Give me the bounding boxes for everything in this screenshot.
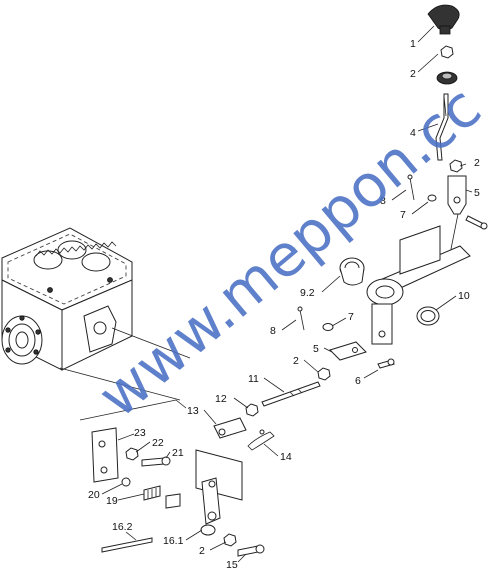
label-22: 22 — [152, 437, 164, 449]
part-16-1-bushing — [200, 524, 216, 536]
part-5-clevis-top — [447, 175, 467, 215]
part-8-cotter-mid — [297, 306, 305, 331]
part-22-nut — [125, 447, 139, 461]
label-15: 15 — [226, 559, 238, 571]
output-flange — [1, 315, 43, 365]
label-20: 20 — [88, 489, 100, 501]
label-2-rod: 2 — [474, 157, 480, 169]
lower-linkage — [79, 399, 265, 557]
part-14-spring-clip — [247, 429, 275, 451]
label-16-2: 16.2 — [112, 521, 133, 533]
label-10: 10 — [458, 290, 470, 302]
label-1: 1 — [410, 38, 416, 50]
label-13: 13 — [187, 405, 199, 417]
part-12-nut — [245, 403, 259, 417]
part-21-bolt — [141, 456, 171, 467]
middle-linkage — [213, 306, 395, 451]
label-11: 11 — [248, 373, 259, 385]
part-3-boot — [436, 71, 458, 85]
part-8-cotter-top — [407, 174, 415, 201]
label-19: 19 — [106, 495, 118, 507]
part-6-pin-top — [465, 215, 488, 230]
label-6: 6 — [355, 375, 361, 387]
gear-train — [33, 240, 117, 272]
label-2-mid: 2 — [293, 355, 299, 367]
part-15-bolt — [237, 544, 265, 557]
label-5-top: 5 — [474, 187, 480, 199]
leader-lines — [101, 25, 473, 563]
label-9-2: 9.2 — [300, 287, 315, 299]
part-2-nut-top — [440, 45, 454, 59]
label-8-mid: 8 — [270, 325, 276, 337]
part-20-ball — [121, 477, 131, 487]
lever-bracket — [339, 225, 471, 345]
part-9-lever-arm — [366, 278, 404, 345]
label-21: 21 — [172, 447, 184, 459]
label-2-top: 2 — [410, 68, 416, 80]
part-18-sleeve — [165, 493, 181, 509]
part-7-washer-top — [427, 194, 437, 202]
part-23-bracket-plate — [91, 427, 119, 483]
label-8-top: 8 — [380, 195, 386, 207]
part-5-clevis-mid — [329, 341, 367, 361]
transmission-housing — [1, 227, 191, 401]
part-4-shift-rod — [435, 93, 449, 161]
label-7-mid: 7 — [348, 311, 354, 323]
part-19-spring — [143, 485, 161, 501]
part-6-pin-mid — [377, 358, 395, 369]
label-23: 23 — [134, 427, 146, 439]
knob-assembly — [407, 4, 488, 255]
part-16-lever — [201, 477, 221, 525]
part-13-fork — [213, 417, 247, 439]
label-16-1: 16.1 — [163, 535, 184, 547]
part-11-threaded-rod — [261, 381, 321, 407]
label-5-mid: 5 — [313, 343, 319, 355]
label-2-low: 2 — [199, 545, 205, 557]
label-12: 12 — [215, 393, 227, 405]
part-2-nut-rod — [449, 159, 463, 173]
part-2-nut-mid — [317, 367, 331, 381]
part-9-2-bushing — [339, 257, 365, 286]
label-4: 4 — [410, 127, 416, 139]
part-16-2-pin — [101, 537, 153, 553]
label-14: 14 — [280, 451, 292, 463]
part-7-washer-mid — [322, 323, 334, 331]
part-10-circlip — [416, 306, 440, 326]
part-1-shift-knob — [427, 4, 460, 35]
part-2-nut-low — [223, 533, 237, 547]
callout-labels: 1 2 4 2 5 8 7 10 9.2 8 7 2 5 6 11 12 13 … — [88, 38, 480, 571]
label-7-top: 7 — [400, 209, 406, 221]
